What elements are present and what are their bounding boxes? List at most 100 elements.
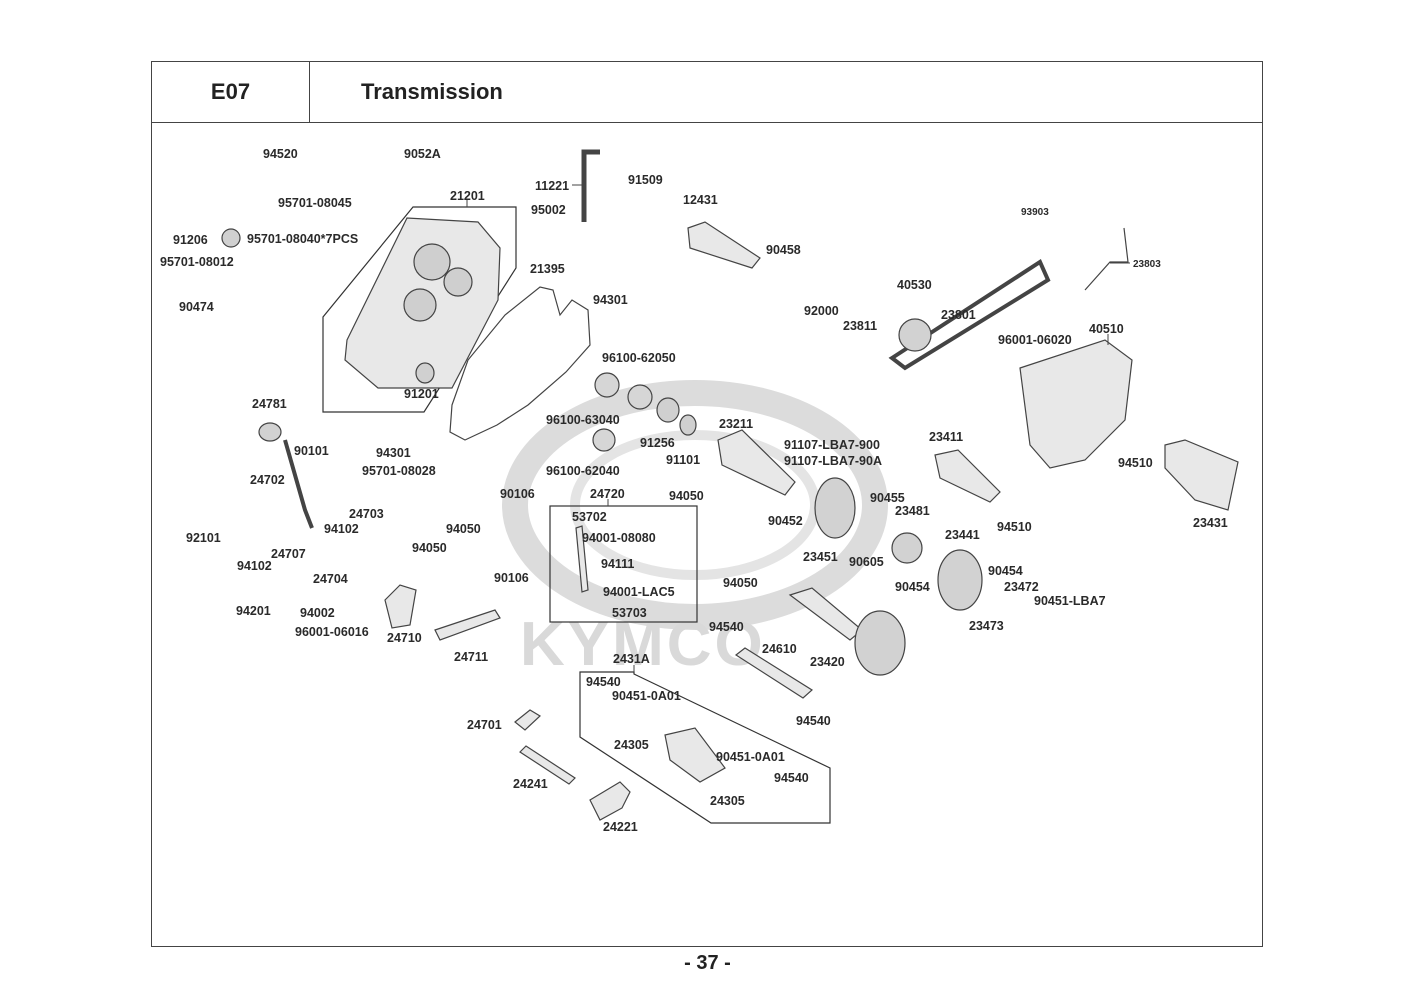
label-11221: 11221 (535, 179, 569, 193)
label-23420: 23420 (810, 655, 845, 669)
label-9052A: 9052A (404, 147, 441, 161)
label-95002: 95002 (531, 203, 566, 217)
kymco-watermark: KYMCO (502, 380, 888, 679)
diagram-frame (151, 61, 1263, 947)
shift-drum-2431A (664, 727, 726, 783)
label-94050-right: 94050 (723, 576, 758, 590)
label-94111: 94111 (601, 557, 634, 571)
drive-shaft-12431 (687, 221, 761, 269)
label-95701-08045: 95701-08045 (278, 196, 352, 210)
label-90452: 90452 (768, 514, 803, 528)
label-94540-right: 94540 (796, 714, 831, 728)
label-90454-right: 90454 (988, 564, 1023, 578)
label-91107-LBA7-90A: 91107-LBA7-90A (784, 454, 882, 468)
label-90451-0A01-top: 90451-0A01 (612, 689, 681, 703)
label-23441: 23441 (945, 528, 980, 542)
label-2431A: 2431A (613, 652, 650, 666)
gear-23451 (814, 477, 856, 539)
seal-91256 (656, 397, 680, 423)
label-91107-LBA7-900: 91107-LBA7-900 (784, 438, 880, 452)
label-40530: 40530 (897, 278, 932, 292)
label-90454-left: 90454 (895, 580, 930, 594)
label-24707: 24707 (271, 547, 306, 561)
label-91201: 91201 (404, 387, 439, 401)
label-24305-top: 24305 (614, 738, 649, 752)
label-24701: 24701 (467, 718, 502, 732)
label-24221: 24221 (603, 820, 638, 834)
cover-bearing-bore-2 (403, 288, 437, 322)
label-94510-mid: 94510 (997, 520, 1032, 534)
label-92101: 92101 (186, 531, 221, 545)
label-24702: 24702 (250, 473, 285, 487)
shaft-94111 (575, 525, 589, 593)
label-53702: 53702 (572, 510, 607, 524)
shaft-23211 (717, 429, 796, 496)
label-91256: 91256 (640, 436, 675, 450)
fork-24221 (589, 781, 631, 821)
label-94050-top: 94050 (669, 489, 704, 503)
label-94301-top: 94301 (593, 293, 628, 307)
page-number: - 37 - (684, 952, 731, 974)
label-94102-lower: 94102 (237, 559, 272, 573)
cover-bearing-bore (413, 243, 451, 281)
sprocket-23801 (898, 318, 932, 352)
label-96001-06020: 96001-06020 (998, 333, 1072, 347)
gear-23441 (937, 549, 983, 611)
label-90451-0A01-bottom: 90451-0A01 (716, 750, 785, 764)
label-95701-08028: 95701-08028 (362, 464, 436, 478)
label-23473: 23473 (969, 619, 1004, 633)
label-91509: 91509 (628, 173, 663, 187)
gear-group-outline (579, 671, 831, 824)
cover-bearing-bore-3 (443, 267, 473, 297)
label-23472: 23472 (1004, 580, 1039, 594)
label-94520: 94520 (263, 147, 298, 161)
label-24305-bottom: 24305 (710, 794, 745, 808)
label-96100-62040: 96100-62040 (546, 464, 620, 478)
label-94001-LAC5: 94001-LAC5 (603, 585, 675, 599)
label-91206: 91206 (173, 233, 208, 247)
label-94540-top: 94540 (709, 620, 744, 634)
label-94540-left: 94540 (586, 675, 621, 689)
seal-91206 (221, 228, 241, 248)
shift-group-outline (549, 505, 698, 623)
label-96001-06016: 96001-06016 (295, 625, 369, 639)
rod-24241 (519, 745, 576, 785)
bearing-96100-62040 (592, 428, 616, 452)
label-53703: 53703 (612, 606, 647, 620)
label-24781: 24781 (252, 397, 287, 411)
label-23451: 23451 (803, 550, 838, 564)
label-94050-mid2: 94050 (412, 541, 447, 555)
label-94540-bottom: 94540 (774, 771, 809, 785)
label-90455: 90455 (870, 491, 905, 505)
label-21395: 21395 (530, 262, 565, 276)
label-94002: 94002 (300, 606, 335, 620)
label-96100-63040: 96100-63040 (546, 413, 620, 427)
label-24610: 24610 (762, 642, 797, 656)
label-40510: 40510 (1089, 322, 1124, 336)
plate-24710 (384, 584, 417, 629)
label-23211: 23211 (719, 417, 753, 431)
label-23811: 23811 (843, 319, 877, 333)
shift-pedal-24781 (258, 422, 282, 442)
bearing-96100-63040 (594, 372, 620, 398)
chain-cover-40510 (1019, 339, 1133, 469)
bearing-96100-62050 (627, 384, 653, 410)
label-23431: 23431 (1193, 516, 1228, 530)
label-95701-08040: 95701-08040*7PCS (247, 232, 358, 246)
label-94001-08080: 94001-08080 (582, 531, 656, 545)
header-divider (151, 122, 1263, 123)
arm-24711 (434, 609, 501, 641)
label-24711: 24711 (454, 650, 488, 664)
seal-91101 (679, 414, 697, 436)
label-90474: 90474 (179, 300, 214, 314)
label-94301-left: 94301 (376, 446, 411, 460)
label-24720: 24720 (590, 487, 625, 501)
label-90106-top: 90106 (500, 487, 535, 501)
label-95701-08012: 95701-08012 (160, 255, 234, 269)
breather-pipe-11221 (581, 149, 600, 222)
label-23411: 23411 (929, 430, 963, 444)
label-90101: 90101 (294, 444, 329, 458)
label-90451-LBA7: 90451-LBA7 (1034, 594, 1106, 608)
label-94510-right: 94510 (1118, 456, 1153, 470)
